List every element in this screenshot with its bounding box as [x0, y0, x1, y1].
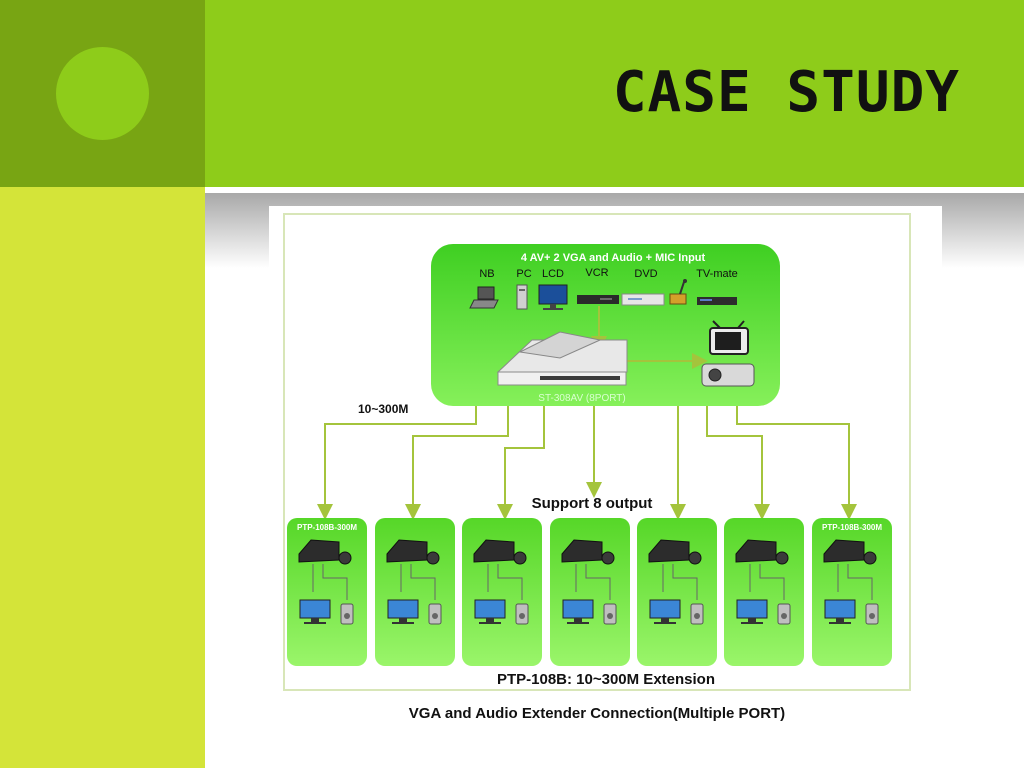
decorative-circle: [56, 47, 149, 140]
extender-device-icon: [561, 539, 615, 565]
tv-icon: [709, 320, 749, 355]
switch-label: ST-308AV (8PORT): [538, 393, 625, 404]
source-label-tvmate: TV-mate: [696, 268, 738, 280]
slide-title: CASE STUDY: [612, 60, 960, 125]
speaker-icon: [340, 603, 354, 625]
receiver-box: [375, 518, 455, 666]
monitor-icon: [649, 599, 681, 624]
left-sidebar-band: [0, 187, 205, 768]
speaker-icon: [428, 603, 442, 625]
projector-icon: [701, 363, 755, 387]
extender-device-icon: [386, 539, 440, 565]
speaker-icon: [865, 603, 879, 625]
extension-label: PTP-108B: 10~300M Extension: [497, 671, 715, 688]
microphone-stand-icon: [669, 279, 687, 305]
monitor-icon: [387, 599, 419, 624]
vcr-icon: [577, 295, 619, 304]
source-label-dvd: DVD: [634, 268, 657, 280]
diagram-frame: [283, 213, 911, 691]
extender-device-icon: [735, 539, 789, 565]
switch-unit-icon: [496, 331, 628, 386]
source-label-vcr: VCR: [585, 267, 608, 279]
extender-device-icon: [648, 539, 702, 565]
receiver-box: [637, 518, 717, 666]
receiver-box: PTP-108B-300M: [287, 518, 367, 666]
monitor-icon: [474, 599, 506, 624]
lcd-monitor-icon: [538, 284, 568, 310]
monitor-icon: [299, 599, 331, 624]
speaker-icon: [515, 603, 529, 625]
dvd-player-icon: [621, 293, 665, 306]
speaker-icon: [690, 603, 704, 625]
support-output-label: Support 8 output: [532, 495, 653, 512]
diagram-caption: VGA and Audio Extender Connection(Multip…: [409, 705, 785, 722]
extender-device-icon: [823, 539, 877, 565]
receiver-box: PTP-108B-300M: [812, 518, 892, 666]
monitor-icon: [824, 599, 856, 624]
source-label-lcd: LCD: [542, 268, 564, 280]
source-label-nb: NB: [479, 268, 494, 280]
receiver-label: PTP-108B-300M: [822, 523, 882, 532]
connection-lines: [317, 406, 857, 520]
pc-tower-icon: [516, 284, 528, 310]
receiver-box: [724, 518, 804, 666]
header-separator: [205, 187, 1024, 193]
tv-mate-icon: [697, 297, 737, 305]
receiver-label: PTP-108B-300M: [297, 523, 357, 532]
receiver-box: [550, 518, 630, 666]
receiver-row: PTP-108B-300M PTP-108B-300M: [287, 518, 892, 666]
notebook-icon: [469, 286, 499, 309]
extender-device-icon: [298, 539, 352, 565]
receiver-box: [462, 518, 542, 666]
hub-heading: 4 AV+ 2 VGA and Audio + MIC Input: [521, 252, 706, 264]
speaker-icon: [603, 603, 617, 625]
monitor-icon: [736, 599, 768, 624]
monitor-icon: [562, 599, 594, 624]
hub-box: 4 AV+ 2 VGA and Audio + MIC Input NB PC …: [431, 244, 780, 406]
range-label: 10~300M: [358, 402, 408, 416]
source-label-pc: PC: [516, 268, 531, 280]
extender-device-icon: [473, 539, 527, 565]
speaker-icon: [777, 603, 791, 625]
